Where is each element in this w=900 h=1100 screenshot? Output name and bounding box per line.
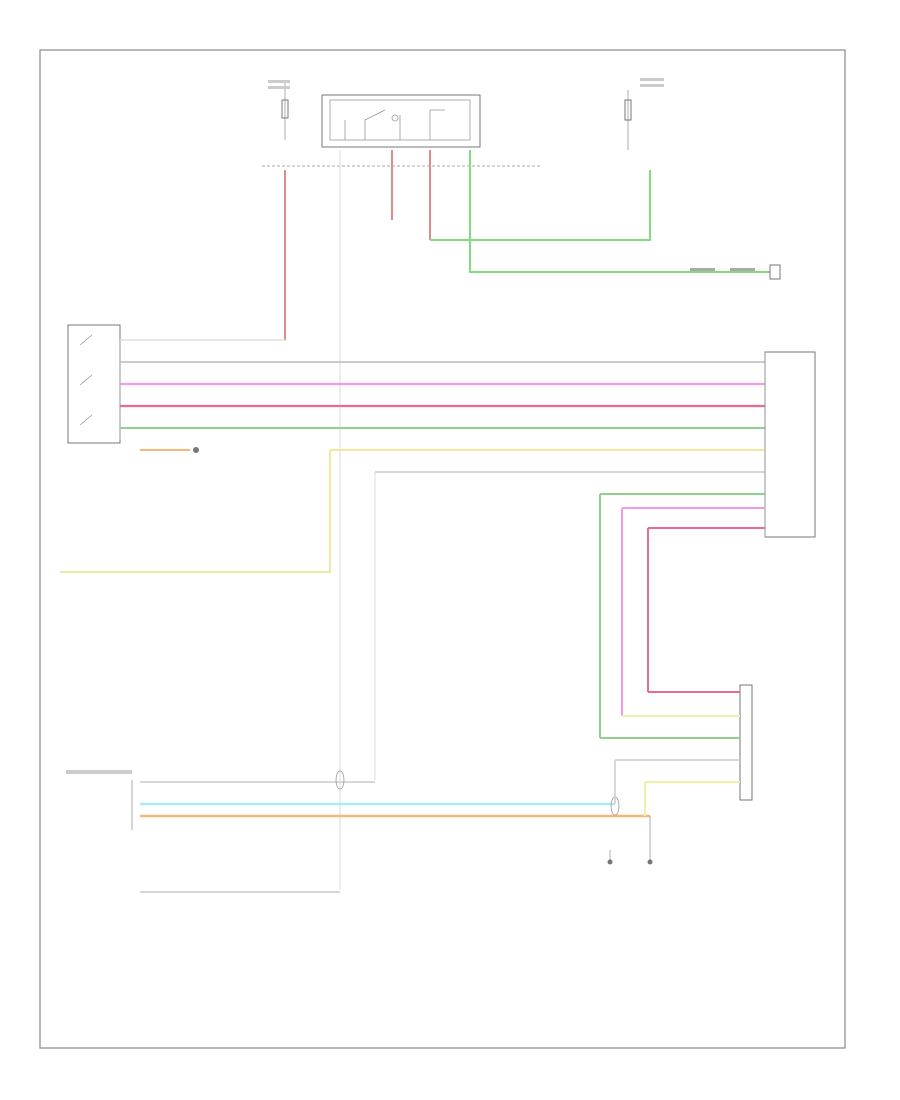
hot-at-all-times-fuse-top-left <box>268 80 290 140</box>
ground-bottom-center <box>607 816 653 865</box>
hot-in-run-fuse-top-right <box>624 78 664 150</box>
shielded-pair-bottom-center <box>335 760 646 816</box>
junction-connector-right-top <box>690 264 781 280</box>
diagram-frame <box>39 49 846 1049</box>
ground-left <box>193 447 199 453</box>
green-wire-ground-right <box>430 170 651 241</box>
control-module-bottom-left <box>66 770 133 830</box>
module-connector-right-lower <box>600 684 753 801</box>
green-wire-to-right-top <box>469 150 770 273</box>
connector-right-middle <box>764 351 816 538</box>
relay-top-center <box>321 94 481 148</box>
multi-switch-left <box>67 324 121 444</box>
